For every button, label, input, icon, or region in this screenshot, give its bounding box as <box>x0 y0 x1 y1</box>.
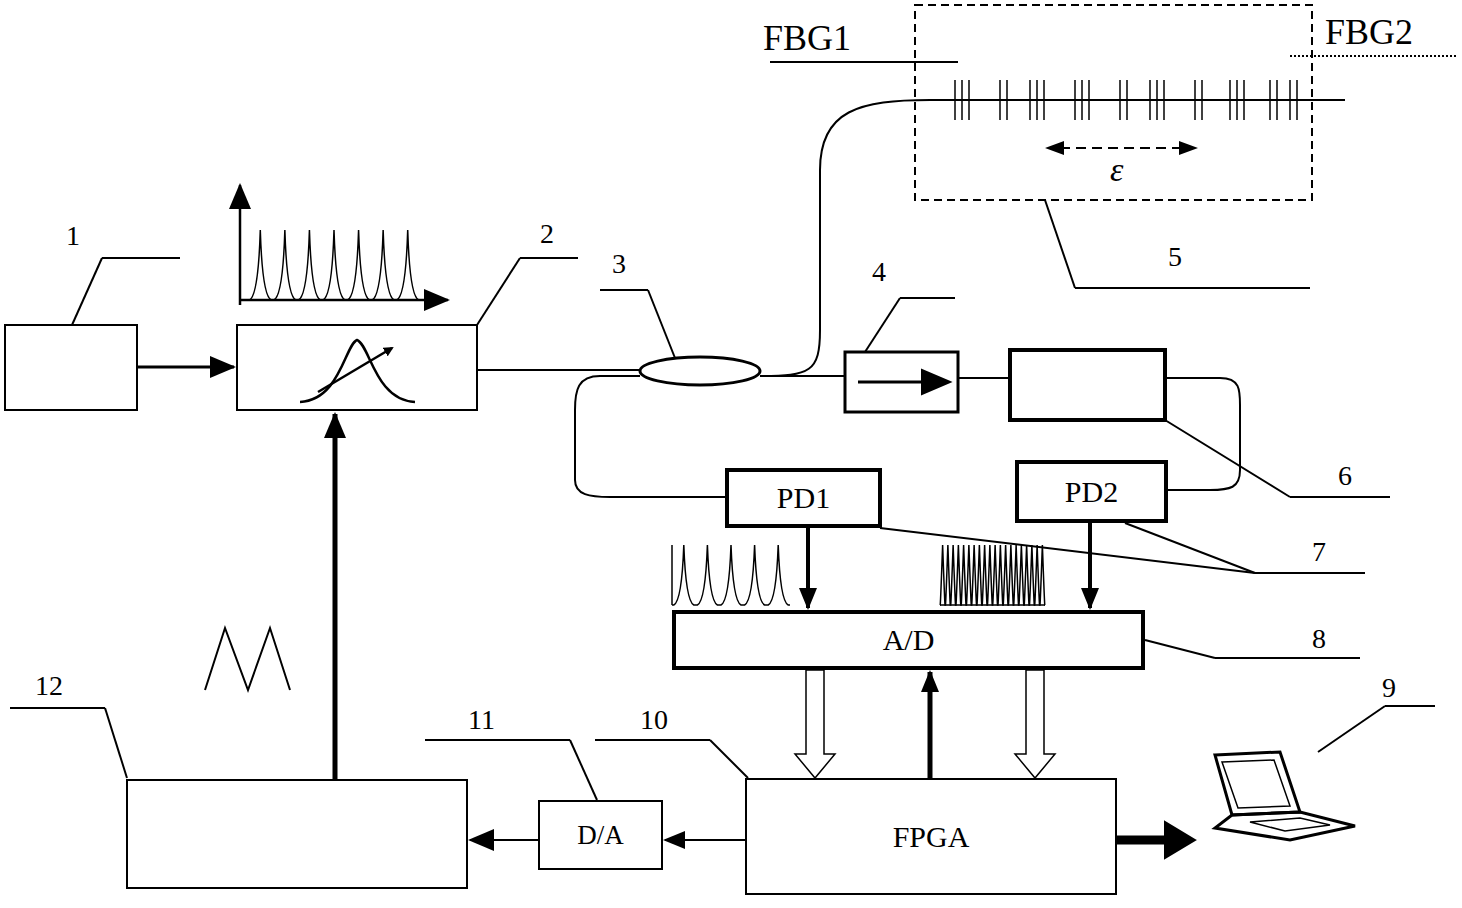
callout-number: 2 <box>540 220 554 248</box>
callout-number: 8 <box>1312 625 1326 653</box>
callout-number: 10 <box>640 706 668 734</box>
process-box: FPGA <box>745 778 1117 895</box>
node-text: PD1 <box>777 481 830 515</box>
grating-label: FBG2 <box>1325 14 1413 50</box>
callout-number: 6 <box>1338 462 1352 490</box>
strain-symbol: ε <box>1110 153 1123 187</box>
signal-arrow <box>806 528 810 608</box>
signal-arrow <box>795 670 835 778</box>
signal-arrow <box>1015 670 1055 778</box>
process-box: A/D <box>672 610 1145 670</box>
signal-arrow <box>1088 523 1092 608</box>
callout-number: 3 <box>612 250 626 278</box>
node-text: PD2 <box>1065 475 1118 509</box>
grating-label: FBG1 <box>763 20 851 56</box>
process-box: D/A <box>538 800 663 870</box>
node-text: A/D <box>883 623 935 657</box>
callout-number: 5 <box>1168 243 1182 271</box>
callout-number: 4 <box>872 258 886 286</box>
callout-number: 11 <box>468 706 495 734</box>
process-box: PD1 <box>725 468 882 528</box>
callout-number: 7 <box>1312 538 1326 566</box>
signal-arrow <box>665 839 745 841</box>
callout-number: 9 <box>1382 674 1396 702</box>
node-text: FPGA <box>893 820 970 854</box>
node-text: D/A <box>577 820 624 851</box>
callout-number: 1 <box>66 222 80 250</box>
signal-arrow <box>928 672 933 778</box>
callout-number: 12 <box>35 672 63 700</box>
process-box: PD2 <box>1015 460 1168 523</box>
